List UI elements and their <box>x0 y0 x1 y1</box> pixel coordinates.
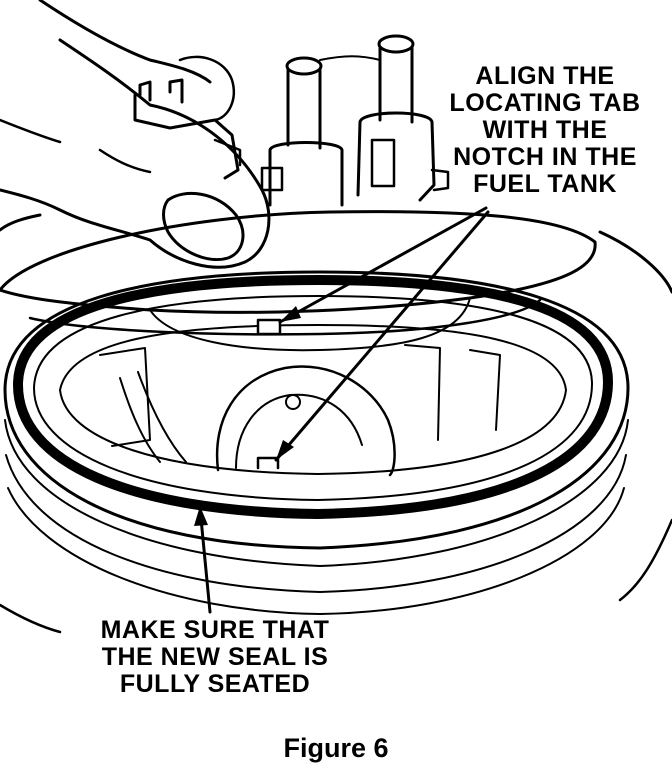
arrowhead-locating-tab <box>280 306 301 322</box>
hand-wrist-line <box>0 118 62 144</box>
connector-latch <box>213 138 242 167</box>
arrowhead-tank-notch <box>276 440 294 460</box>
left-pipe <box>286 68 322 150</box>
hand-knuckle <box>178 55 235 122</box>
left-pipe-top <box>285 56 323 76</box>
inner-bracket-right-2 <box>469 349 501 431</box>
tank-ring-3 <box>5 454 627 593</box>
seal-ring <box>13 275 613 519</box>
locating-tab <box>256 318 282 336</box>
inner-hose-2 <box>137 371 187 463</box>
callout-seal-line-1: MAKE SURE THAT <box>100 616 330 644</box>
seal-inner-edge <box>33 295 593 501</box>
pump-flange-lower-edge <box>28 298 542 336</box>
right-fitting-clip <box>430 168 450 192</box>
left-fitting-collar <box>260 166 284 192</box>
tank-right-contour <box>598 230 672 294</box>
right-pipe <box>378 46 414 124</box>
hand-thumb-outline <box>0 38 271 269</box>
hand-thumbnail <box>162 191 245 261</box>
callout-align-line-1: ALIGN THE <box>475 62 615 90</box>
callout-align-locating-tab: ALIGN THE LOCATING TAB WITH THE NOTCH IN… <box>420 64 670 199</box>
arrowhead-seal <box>194 506 208 526</box>
left-fitting <box>268 141 344 207</box>
hand-index-finger <box>38 0 212 84</box>
callout-seal-line-2: THE NEW SEAL IS <box>101 643 329 671</box>
tank-lower-left-contour <box>0 603 62 634</box>
electrical-connector <box>133 93 240 180</box>
pump-flange-sleeve <box>149 297 471 352</box>
right-pipe-top <box>377 34 415 54</box>
right-fitting <box>356 111 436 202</box>
tank-lower-right-contour <box>618 518 672 602</box>
figure-caption: Figure 6 <box>283 733 389 763</box>
inner-bracket-left <box>99 347 151 447</box>
leader-to-locating-tab <box>278 206 488 324</box>
callout-align-line-4: NOTCH IN THE <box>453 143 637 171</box>
reservoir-bolt <box>285 394 301 410</box>
hand-finger-crease <box>98 148 152 174</box>
callout-seal-line-3: FULLY SEATED <box>119 670 311 698</box>
leader-to-tank-notch <box>274 210 490 462</box>
callout-seal-seated: MAKE SURE THAT THE NEW SEAL IS FULLY SEA… <box>70 618 360 699</box>
tank-outer-contour <box>0 213 42 232</box>
inner-hose-1 <box>119 377 161 463</box>
right-fitting-collar <box>370 138 396 188</box>
pump-reservoir <box>215 365 396 477</box>
reservoir-notch <box>256 456 280 470</box>
inner-bracket-right <box>404 344 441 441</box>
connector-pins <box>138 78 184 104</box>
pipe-bridge <box>319 55 381 61</box>
tank-ring-4 <box>7 487 625 615</box>
tank-ring-outer <box>3 270 630 550</box>
callout-align-line-3: WITH THE <box>482 116 608 144</box>
callout-align-line-2: LOCATING TAB <box>449 89 641 117</box>
tank-well <box>59 324 567 475</box>
callout-align-line-5: FUEL TANK <box>473 170 617 198</box>
tank-ring-2 <box>4 419 629 567</box>
